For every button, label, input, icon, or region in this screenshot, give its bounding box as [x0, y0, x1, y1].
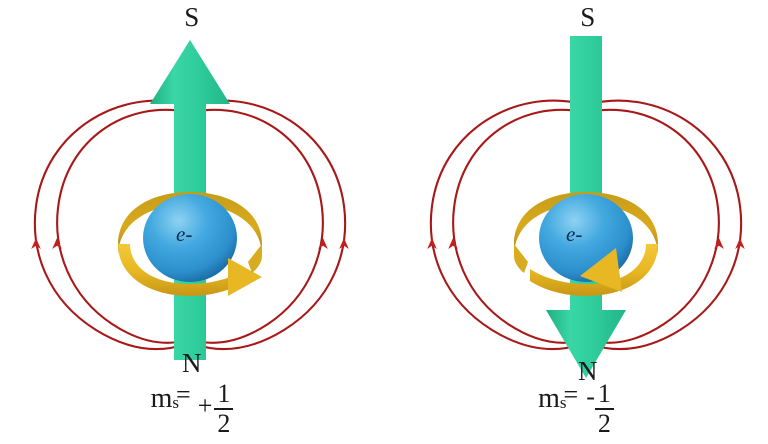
caption-symbol: m [150, 383, 173, 414]
electron-sphere [539, 194, 633, 282]
rotation-ring-front [118, 244, 262, 296]
fraction-bar [594, 408, 614, 410]
fraction-denominator: 2 [597, 409, 611, 438]
caption-fraction: 1 2 [214, 379, 234, 438]
panel-right-graphics [427, 36, 745, 378]
caption-sign: - [586, 382, 595, 411]
field-arrow-right-inner [714, 238, 724, 249]
panel-left-graphics [31, 40, 349, 360]
electron-sphere [143, 194, 237, 282]
fraction-numerator: 1 [597, 379, 611, 408]
fraction-numerator: 1 [217, 379, 231, 408]
electron-label: e- [566, 222, 583, 246]
rotation-ring-back [118, 192, 262, 256]
rotation-ring-front [514, 244, 658, 296]
field-arrow-left-outer [31, 238, 41, 249]
rotation-ring-back [514, 192, 658, 256]
fraction-denominator: 2 [217, 409, 231, 438]
pole-label-north: N [182, 348, 202, 378]
caption-equals: = [563, 380, 579, 409]
pole-label-south: S [184, 2, 200, 32]
field-arrow-right-inner [318, 238, 328, 249]
electron-label: e- [176, 222, 193, 246]
fraction-bar [214, 408, 234, 410]
field-arrow-left-outer [427, 238, 437, 249]
caption-fraction: 1 2 [594, 379, 614, 438]
field-arrow-right-outer [735, 238, 745, 249]
field-arrow-left-inner [52, 238, 62, 249]
caption-symbol: m [538, 383, 560, 414]
caption-subscript: s [172, 393, 180, 412]
caption-equals: = [176, 380, 191, 409]
field-arrow-left-inner [448, 238, 458, 249]
caption-subscript: s [559, 393, 567, 412]
pole-label-north: N [578, 356, 598, 386]
field-arrow-right-outer [339, 238, 349, 249]
pole-label-south: S [580, 2, 596, 32]
caption-sign: + [197, 391, 213, 420]
